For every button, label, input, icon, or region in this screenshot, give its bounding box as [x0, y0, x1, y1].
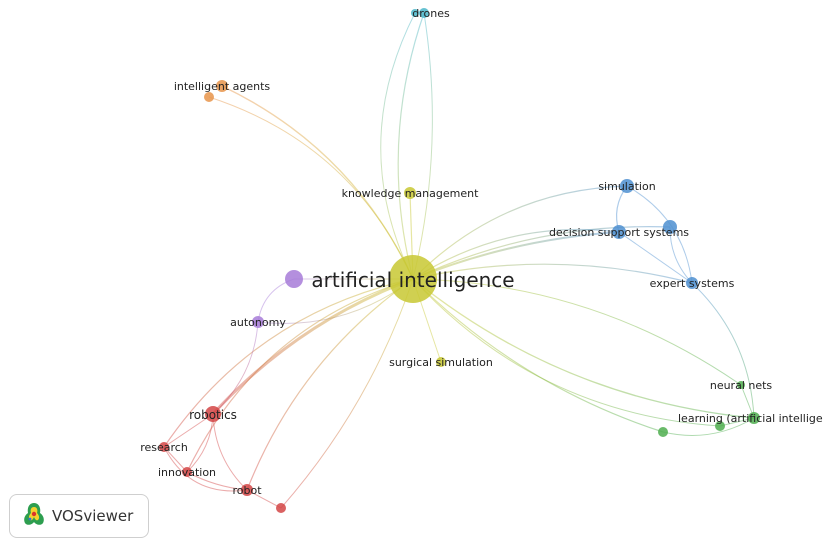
node-neural[interactable] [737, 381, 745, 389]
edge-expert-learning [691, 282, 755, 419]
node-drones[interactable] [419, 8, 429, 18]
edge-ai-agents [221, 85, 414, 280]
labels-layer: artificial intelligence knowledge managem… [140, 7, 823, 497]
edge-autonomy-robotics [212, 321, 259, 415]
node-research[interactable] [159, 442, 169, 452]
edge-ai-o_small [208, 96, 414, 280]
node-robotics[interactable] [205, 406, 221, 422]
label-robotics: robotics [189, 408, 237, 422]
label-innovation: innovation [158, 466, 216, 479]
label-autonomy: autonomy [230, 316, 286, 329]
node-robot[interactable] [241, 484, 253, 496]
label-dss: decision support systems [549, 226, 689, 239]
node-p_big[interactable] [285, 270, 303, 288]
edge-ai-robot [246, 278, 414, 491]
node-b_dss2[interactable] [663, 220, 677, 234]
node-km[interactable] [404, 187, 416, 199]
edge-ai-dss [412, 231, 620, 280]
node-expert[interactable] [686, 277, 698, 289]
label-surg: surgical simulation [389, 356, 493, 369]
vosviewer-badge[interactable]: VOSviewer [9, 494, 149, 538]
node-g1[interactable] [658, 427, 668, 437]
vosviewer-label: VOSviewer [52, 507, 134, 525]
edge-robotics-robot [212, 413, 248, 491]
nodes-layer [159, 8, 760, 513]
edge-ai-g2 [412, 278, 721, 427]
label-neural: neural nets [710, 379, 773, 392]
label-ai: artificial intelligence [311, 268, 514, 292]
label-expert: expert systems [650, 277, 735, 290]
edge-research-robot [163, 446, 248, 492]
edge-ai-t_small [380, 12, 416, 280]
edge-g1-learning [662, 417, 755, 436]
edge-dss-ai [412, 228, 620, 280]
edge-ai-robotics [211, 277, 414, 416]
edge-ai-drones [397, 12, 425, 280]
node-g2[interactable] [715, 421, 725, 431]
edge-ai-research [163, 278, 414, 448]
node-surg[interactable] [436, 357, 446, 367]
edge-ai-sim [412, 185, 628, 280]
node-sim[interactable] [620, 179, 634, 193]
node-o_small[interactable] [204, 92, 214, 102]
node-t_small[interactable] [411, 9, 419, 17]
label-learning: learning (artificial intellige [678, 412, 823, 425]
node-dss[interactable] [612, 225, 626, 239]
node-innovation[interactable] [182, 467, 192, 477]
edge-ai-b_dss2 [412, 226, 671, 280]
edge-ai-innovation [186, 278, 414, 473]
label-sim: simulation [598, 180, 655, 193]
edge-ai-drones [412, 12, 433, 280]
edge-ai-learning [412, 278, 755, 419]
label-research: research [140, 441, 188, 454]
node-learning[interactable] [748, 412, 760, 424]
label-agents: intelligent agents [174, 80, 271, 93]
label-km: knowledge management [342, 187, 479, 200]
node-ai[interactable] [389, 255, 437, 303]
edge-ai-g1 [412, 278, 664, 433]
edge-ai-neural [412, 278, 742, 386]
vosviewer-logo-icon [22, 501, 46, 531]
label-robot: robot [232, 484, 262, 497]
edge-ai-expert [412, 263, 693, 284]
edge-ai-r_small [280, 278, 414, 509]
node-autonomy[interactable] [252, 316, 264, 328]
node-r_small[interactable] [276, 503, 286, 513]
edge-dss-expert [618, 231, 693, 284]
node-agents[interactable] [216, 80, 228, 92]
label-drones: drones [412, 7, 450, 20]
